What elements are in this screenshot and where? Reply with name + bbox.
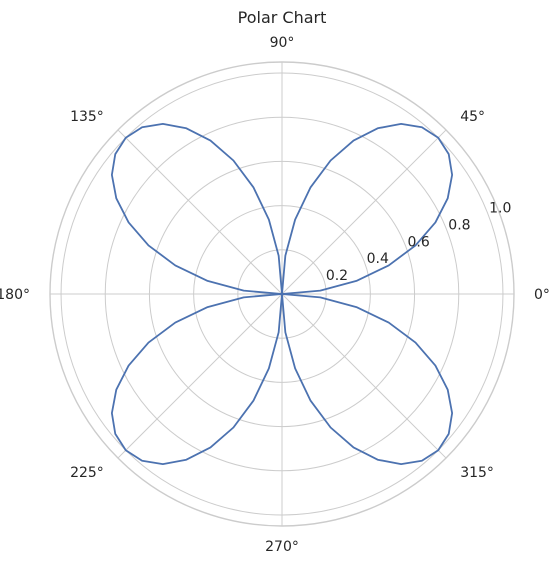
radial-tick-label: 0.8 xyxy=(448,217,470,233)
angle-tick-label: 45° xyxy=(460,109,485,125)
series-line xyxy=(110,122,454,466)
radial-tick-label: 0.4 xyxy=(367,251,389,267)
angle-tick-label: 90° xyxy=(270,35,295,51)
angle-tick-labels: 0° 45° 90° 135° 180° 225° 270° 315° xyxy=(0,35,550,555)
angle-tick-label: 135° xyxy=(70,109,104,125)
chart-title: Polar Chart xyxy=(238,8,327,27)
series-layer xyxy=(110,122,454,466)
angle-tick-label: 225° xyxy=(70,465,104,481)
radial-tick-labels: 0.2 0.4 0.6 0.8 1.0 xyxy=(326,200,512,284)
angular-gridline xyxy=(281,129,447,295)
angular-gridline xyxy=(117,129,283,295)
angle-tick-label: 0° xyxy=(534,287,550,303)
polar-grid xyxy=(49,61,515,527)
angle-tick-label: 270° xyxy=(265,539,299,555)
radial-tick-label: 0.6 xyxy=(407,234,429,250)
angular-gridline xyxy=(281,293,447,459)
angle-tick-label: 315° xyxy=(460,465,494,481)
radial-tick-label: 0.2 xyxy=(326,268,348,284)
radial-tick-label: 1.0 xyxy=(489,200,511,216)
angular-gridline xyxy=(117,293,283,459)
angle-tick-label: 180° xyxy=(0,287,30,303)
